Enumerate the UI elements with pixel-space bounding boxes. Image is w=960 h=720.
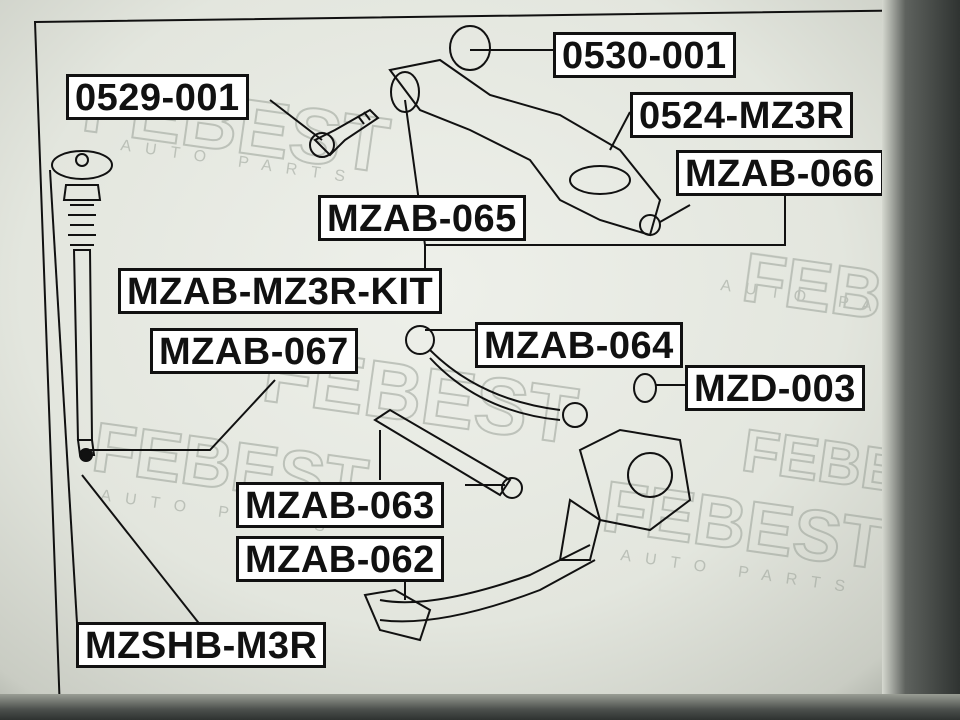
- part-label-0529-001: 0529-001: [66, 74, 249, 120]
- part-label-0524-mz3r: 0524-MZ3R: [630, 92, 854, 138]
- part-label-0530-001: 0530-001: [553, 32, 736, 78]
- leader-lines: [49, 49, 786, 651]
- link-arm-063-part: [373, 408, 523, 499]
- part-label-mzab-067: MZAB-067: [150, 328, 358, 374]
- upper-arm-part: [388, 58, 662, 237]
- part-label-mzab-062: MZAB-062: [236, 536, 444, 582]
- part-label-mzshb-m3r: MZSHB-M3R: [76, 622, 327, 668]
- ring-part: [633, 373, 657, 403]
- monitor-bezel-right: [882, 0, 960, 720]
- part-label-mzab-mz3r-kit: MZAB-MZ3R-KIT: [118, 268, 443, 314]
- monitor-bezel-bottom: [0, 694, 960, 720]
- part-label-mzab-064: MZAB-064: [475, 322, 683, 368]
- part-label-mzab-066: MZAB-066: [676, 150, 884, 196]
- part-label-mzab-065: MZAB-065: [318, 195, 526, 241]
- knuckle-part: [363, 428, 692, 642]
- part-label-mzd-003: MZD-003: [685, 365, 865, 411]
- shock-absorber: [51, 150, 113, 462]
- link-arm-064-part: [405, 325, 588, 428]
- bolt-part: [309, 108, 380, 158]
- part-label-mzab-063: MZAB-063: [236, 482, 444, 528]
- cap-part: [449, 25, 491, 71]
